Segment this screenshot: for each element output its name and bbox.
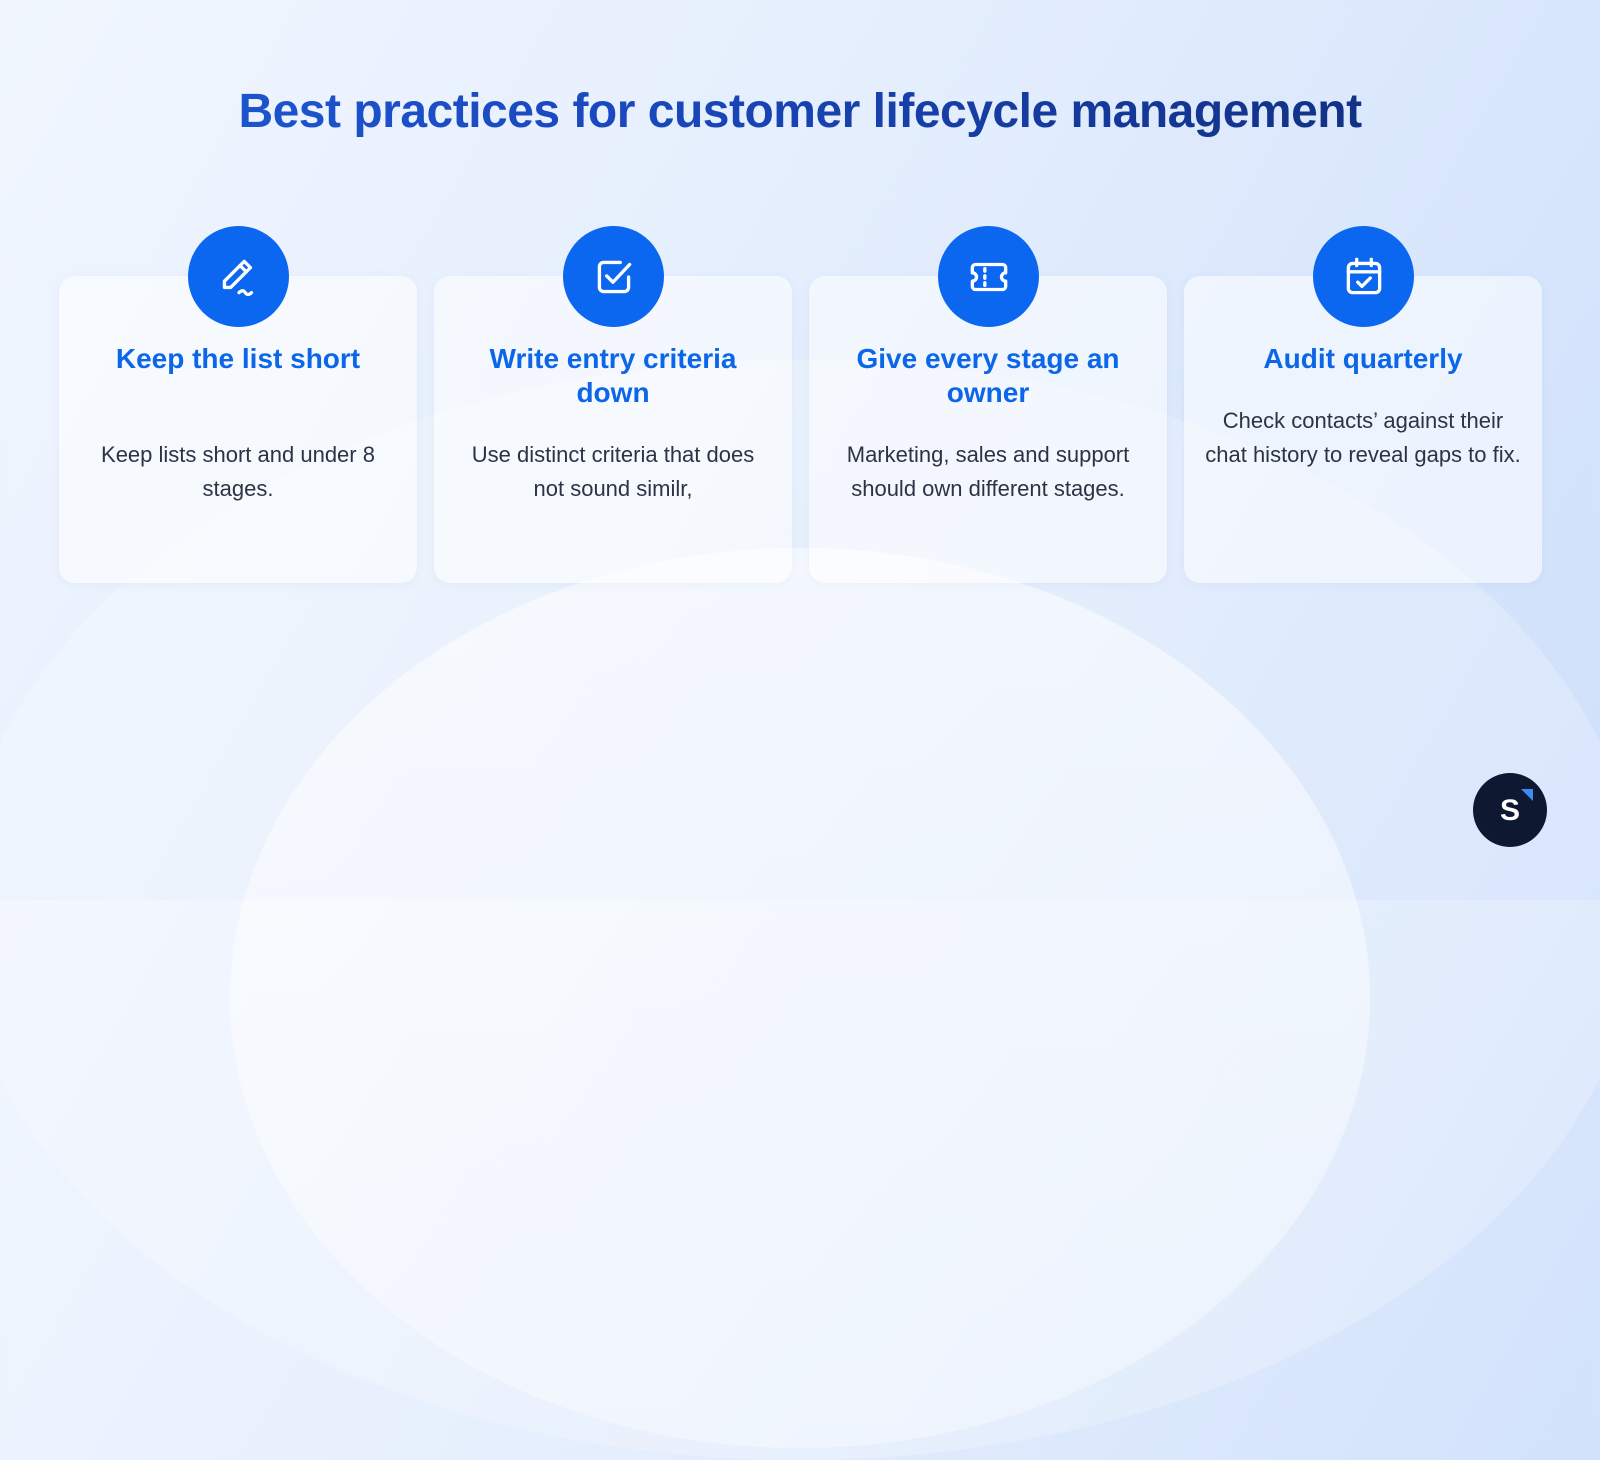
practice-card-write-criteria: Write entry criteria down Use distinct c… xyxy=(434,226,792,583)
background-arc-small xyxy=(230,548,1370,1448)
ticket-icon-badge xyxy=(938,226,1039,327)
card-description: Check contacts’ against their chat histo… xyxy=(1205,408,1521,467)
page-title: Best practices for customer lifecycle ma… xyxy=(0,84,1600,139)
practice-cards: Keep the list short Keep lists short and… xyxy=(59,226,1542,583)
card-description: Marketing, sales and support should own … xyxy=(846,442,1130,501)
calendar-check-icon xyxy=(1346,257,1381,294)
card-title: Write entry criteria down xyxy=(489,343,737,408)
pen-signature-icon-badge xyxy=(188,226,289,327)
calendar-check-icon-badge xyxy=(1313,226,1414,327)
practice-card-stage-owner: Give every stage an owner Marketing, sal… xyxy=(809,226,1167,583)
card-title: Give every stage an owner xyxy=(856,343,1120,408)
checkbox-icon xyxy=(597,260,631,293)
practice-card-keep-list-short: Keep the list short Keep lists short and… xyxy=(59,226,417,583)
brand-logo: S xyxy=(1473,773,1547,847)
logo-letter: S xyxy=(1499,794,1520,827)
practice-card-audit-quarterly: Audit quarterly Check contacts’ against … xyxy=(1184,226,1542,583)
checkbox-icon-badge xyxy=(563,226,664,327)
ticket-icon xyxy=(970,262,1007,291)
pen-signature-icon xyxy=(222,259,253,296)
card-description: Keep lists short and under 8 stages. xyxy=(101,442,375,501)
logo-corner-mark xyxy=(1521,789,1533,801)
card-title: Audit quarterly xyxy=(1263,343,1463,374)
card-description: Use distinct criteria that does not soun… xyxy=(471,442,755,501)
card-title: Keep the list short xyxy=(115,343,361,374)
